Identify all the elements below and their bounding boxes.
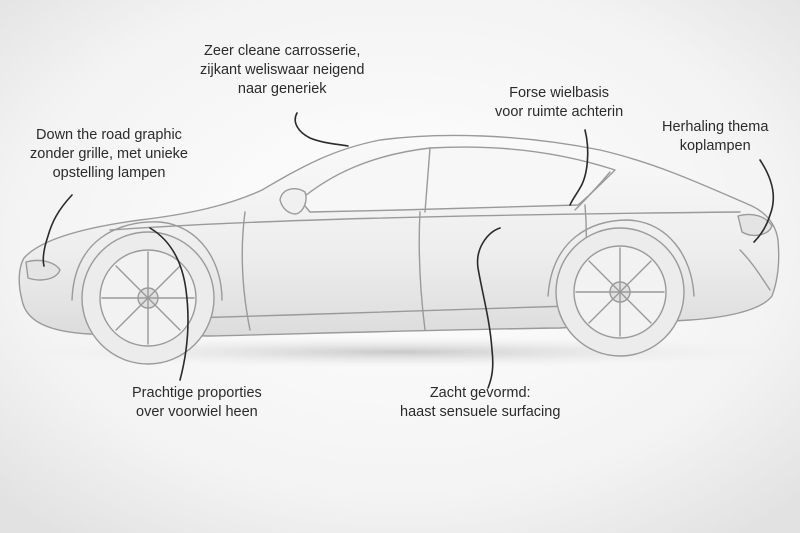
annotation-carrosserie-line-2: zijkant weliswaar neigend <box>200 62 365 78</box>
shoulder-line <box>109 211 741 231</box>
leader-koplampen <box>753 159 775 243</box>
rear-wheel-arch <box>547 219 695 297</box>
annotation-surfacing-line-1: Zacht gevormd: <box>429 385 531 401</box>
front-wheel-arch <box>71 221 223 301</box>
annotation-front: Down the road graphic zonder grille, met… <box>30 126 188 183</box>
annotation-surfacing-line-2: haast sensuele surfacing <box>400 404 561 420</box>
leader-lines <box>42 112 775 389</box>
annotation-front-line-1: Down the road graphic <box>36 127 182 143</box>
rear-wheel <box>555 227 685 357</box>
leader-proporties <box>149 227 189 381</box>
leader-surfacing <box>476 227 501 389</box>
leader-wielbasis <box>569 129 589 206</box>
annotation-carrosserie-line-3: naar generiek <box>237 81 327 97</box>
annotation-wielbasis-line-1: Forse wielbasis <box>509 85 610 101</box>
leader-front <box>42 194 73 267</box>
door-line-front <box>241 211 251 331</box>
annotation-koplampen: Herhaling thema koplampen <box>662 118 768 156</box>
annotation-koplampen-line-2: koplampen <box>679 138 751 154</box>
leader-carrosserie <box>294 112 349 147</box>
annotation-koplampen-line-1: Herhaling thema <box>662 119 769 135</box>
annotation-surfacing: Zacht gevormd: haast sensuele surfacing <box>400 384 560 422</box>
annotation-wielbasis: Forse wielbasis voor ruimte achterin <box>495 84 623 122</box>
annotation-front-line-3: opstelling lampen <box>52 165 166 181</box>
annotation-wielbasis-line-2: voor ruimte achterin <box>495 104 624 120</box>
annotation-carrosserie-line-1: Zeer cleane carrosserie, <box>204 43 361 59</box>
rear-bumper <box>739 249 771 291</box>
window-pillar-rear <box>574 171 611 211</box>
car-sketch <box>18 134 780 365</box>
annotation-front-line-2: zonder grille, met unieke <box>30 146 188 162</box>
headlight <box>25 259 61 281</box>
annotation-proporties-line-1: Prachtige proporties <box>132 385 262 401</box>
window-pillar <box>424 147 431 213</box>
annotation-carrosserie: Zeer cleane carrosserie, zijkant weliswa… <box>200 42 364 99</box>
annotation-proporties: Prachtige proporties over voorwiel heen <box>132 384 262 422</box>
sill-line <box>189 305 571 319</box>
side-mirror <box>279 188 307 215</box>
front-wheel <box>81 231 215 365</box>
annotation-proporties-line-2: over voorwiel heen <box>136 404 258 420</box>
door-line-rear <box>418 211 426 331</box>
